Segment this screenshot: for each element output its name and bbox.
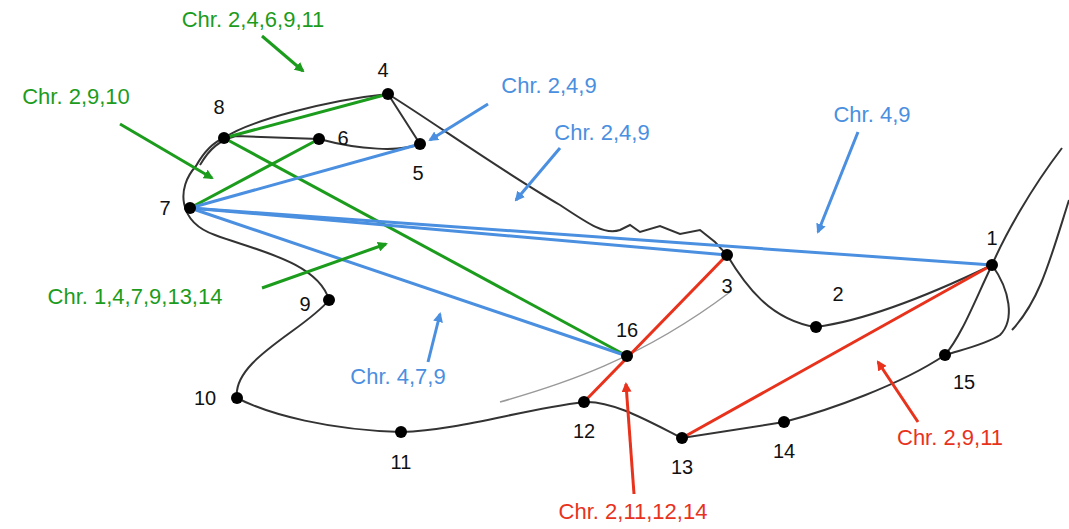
measurement-lines (190, 94, 992, 438)
landmark-number: 2 (832, 284, 843, 304)
landmark-number: 5 (412, 163, 423, 183)
landmark-number: 8 (213, 97, 224, 117)
landmark-number: 14 (773, 441, 795, 461)
landmark-number: 15 (953, 372, 975, 392)
character-callout: Chr. 2,4,9 (501, 75, 596, 97)
landmark-number: 16 (616, 320, 638, 340)
callout-arrows (120, 36, 918, 494)
landmark-number: 6 (337, 128, 348, 148)
landmark-number: 3 (721, 276, 732, 296)
landmark-number: 4 (377, 60, 388, 80)
character-callout: Chr. 4,9 (833, 104, 910, 126)
character-callout: Chr. 2,9,10 (22, 86, 130, 108)
landmark-number: 7 (159, 198, 170, 218)
character-callout: Chr. 1,4,7,9,13,14 (48, 286, 223, 308)
landmark-number: 12 (573, 421, 595, 441)
character-callout: Chr. 2,4,6,9,11 (182, 9, 325, 31)
character-callout: Chr. 2,4,9 (554, 122, 649, 144)
canal-line (500, 292, 730, 402)
landmark-number: 10 (194, 388, 216, 408)
landmark-dots (184, 88, 998, 444)
character-callout: Chr. 2,9,11 (897, 427, 1003, 449)
landmark-number: 13 (671, 457, 693, 477)
character-callout: Chr. 4,7,9 (350, 366, 445, 388)
landmark-number: 1 (986, 228, 997, 248)
character-callout: Chr. 2,11,12,14 (559, 501, 708, 523)
landmark-number: 11 (391, 452, 412, 472)
landmark-number: 9 (299, 294, 310, 314)
